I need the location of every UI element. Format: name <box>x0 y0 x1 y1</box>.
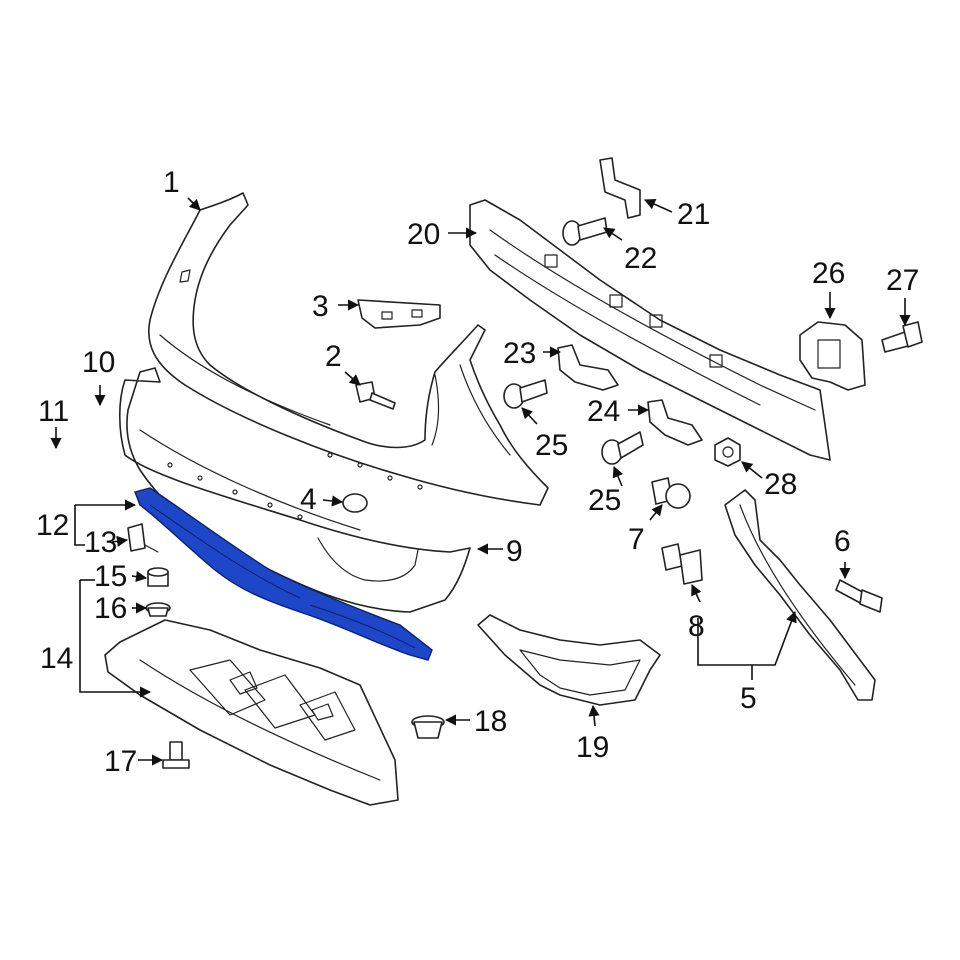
callout-10: 10 <box>82 346 115 379</box>
bracket-3-part[interactable] <box>357 299 441 329</box>
callout-4: 4 <box>300 483 317 516</box>
callout-labels: 1 2 3 4 5 6 7 8 9 10 11 12 13 14 15 16 1… <box>36 166 919 778</box>
bracket-21-part[interactable] <box>599 157 641 219</box>
bracket-13-part[interactable] <box>127 523 159 553</box>
sensor-bracket-26-part[interactable] <box>799 321 866 391</box>
callout-16: 16 <box>94 592 127 625</box>
callout-3: 3 <box>312 290 329 323</box>
callout-25-upper: 25 <box>535 429 568 462</box>
callout-28: 28 <box>764 468 797 501</box>
bezel-19-part[interactable] <box>477 614 661 706</box>
bolt-27-part[interactable] <box>881 321 923 353</box>
bolt-25b-part[interactable] <box>601 431 644 465</box>
nut-28-part[interactable] <box>714 437 741 467</box>
lower-valance-part[interactable] <box>119 367 471 613</box>
callout-12: 12 <box>36 509 69 542</box>
callout-26: 26 <box>812 257 845 290</box>
callout-18: 18 <box>474 705 507 738</box>
bolt-25a-part[interactable] <box>503 379 548 409</box>
callout-27: 27 <box>886 264 919 297</box>
callout-19: 19 <box>576 731 609 764</box>
callout-9: 9 <box>506 535 523 568</box>
bolt-17-part[interactable] <box>162 741 190 769</box>
callout-20: 20 <box>407 218 440 251</box>
callout-6: 6 <box>834 525 851 558</box>
bumper-cover-part[interactable] <box>148 192 549 506</box>
bracket-23-part[interactable] <box>557 344 619 391</box>
callout-1: 1 <box>163 166 180 199</box>
callout-11: 11 <box>38 395 69 428</box>
callout-23: 23 <box>503 337 536 370</box>
screw-2-part[interactable] <box>355 381 396 410</box>
callout-2: 2 <box>325 340 342 373</box>
bolt-6-part[interactable] <box>835 579 883 613</box>
side-bracket-5-part[interactable] <box>724 489 876 701</box>
bolt-22-part[interactable] <box>562 217 608 246</box>
callout-5: 5 <box>740 682 757 715</box>
callout-8: 8 <box>688 610 705 643</box>
nut-15-part[interactable] <box>147 567 169 587</box>
callout-14: 14 <box>40 642 73 675</box>
callout-13: 13 <box>84 526 117 559</box>
impact-beam-20-part[interactable] <box>469 199 831 461</box>
callout-24: 24 <box>587 395 620 428</box>
callout-22: 22 <box>624 242 657 275</box>
callout-15: 15 <box>94 560 127 593</box>
reflector-4-part[interactable] <box>342 493 368 513</box>
lower-trim-strip-highlighted[interactable] <box>134 487 433 661</box>
callout-25-lower: 25 <box>588 484 621 517</box>
bracket-24-part[interactable] <box>647 399 703 446</box>
callout-21: 21 <box>677 198 710 231</box>
callout-7: 7 <box>628 523 645 556</box>
clip-8-part[interactable] <box>661 543 703 585</box>
clip-16-part[interactable] <box>145 602 171 617</box>
callout-17: 17 <box>104 745 137 778</box>
clip-7-part[interactable] <box>651 477 691 509</box>
splash-shield-part[interactable] <box>104 619 399 806</box>
leader-lines <box>50 197 911 766</box>
grommet-18-part[interactable] <box>411 715 445 739</box>
